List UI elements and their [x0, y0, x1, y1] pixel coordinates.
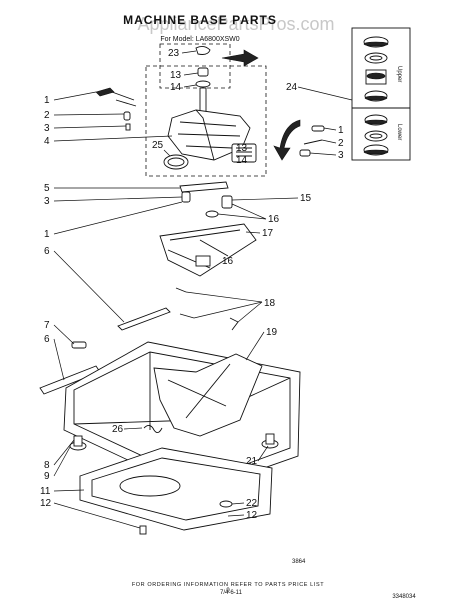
callout-12b: 12 — [246, 510, 258, 521]
ordering-note: FOR ORDERING INFORMATION REFER TO PARTS … — [132, 582, 324, 588]
page-number: 9 — [226, 588, 230, 594]
callout-26: 26 — [112, 424, 124, 435]
callout-13b: 13 — [236, 143, 248, 154]
callout-13: 13 — [170, 70, 182, 81]
figure-code: 3864 — [292, 559, 306, 565]
callout-left-3: 3 — [44, 123, 50, 134]
callout-19: 19 — [266, 327, 278, 338]
mid-parts — [159, 181, 257, 277]
callout-left-9: 9 — [44, 471, 50, 482]
page-title: MACHINE BASE PARTS — [123, 13, 277, 27]
callout-left-6b: 6 — [44, 334, 50, 345]
model-line: For Model: LA6800XSW0 — [160, 36, 239, 43]
callout-left-1: 1 — [44, 95, 50, 106]
callout-right-1: 1 — [338, 125, 344, 136]
callout-right-3: 3 — [338, 150, 344, 161]
callout-14b: 14 — [236, 155, 248, 166]
callout-17: 17 — [262, 228, 274, 239]
callout-left-4: 4 — [44, 136, 50, 147]
callout-18: 18 — [264, 298, 276, 309]
part-number: 3348034 — [392, 594, 416, 600]
bearing-kit-box: Upper Lower — [351, 27, 411, 161]
lower-label: Lower — [396, 124, 402, 140]
rails-and-brackets — [39, 287, 239, 395]
callout-left-3b: 3 — [44, 196, 50, 207]
callout-22: 22 — [246, 498, 258, 509]
callout-left-8: 8 — [44, 460, 50, 471]
callout-25: 25 — [152, 140, 164, 151]
upper-label: Upper — [396, 66, 402, 82]
callout-14: 14 — [170, 82, 182, 93]
callout-16: 16 — [268, 214, 280, 225]
callout-16b: 16 — [222, 256, 234, 267]
watermark: AppliancePartsPros.com — [137, 14, 334, 34]
callout-left-6: 6 — [44, 246, 50, 257]
callout-left-2: 2 — [44, 110, 50, 121]
callout-right-2: 2 — [338, 138, 344, 149]
callout-left-5: 5 — [44, 183, 50, 194]
callout-21: 21 — [246, 456, 258, 467]
callout-23: 23 — [168, 48, 180, 59]
callouts: 23 13 14 24 1 2 3 4 25 13 14 1 2 3 5 3 1… — [40, 48, 353, 529]
callout-15: 15 — [300, 193, 312, 204]
date-code: 7/4-6-11 — [220, 590, 243, 596]
gearcase-group — [95, 43, 325, 177]
callout-left-11: 11 — [40, 486, 51, 497]
callout-24: 24 — [286, 82, 298, 93]
base-frame — [63, 341, 301, 535]
callout-left-12: 12 — [40, 498, 52, 509]
callout-left-7: 7 — [44, 320, 50, 331]
callout-left-1b: 1 — [44, 229, 50, 240]
